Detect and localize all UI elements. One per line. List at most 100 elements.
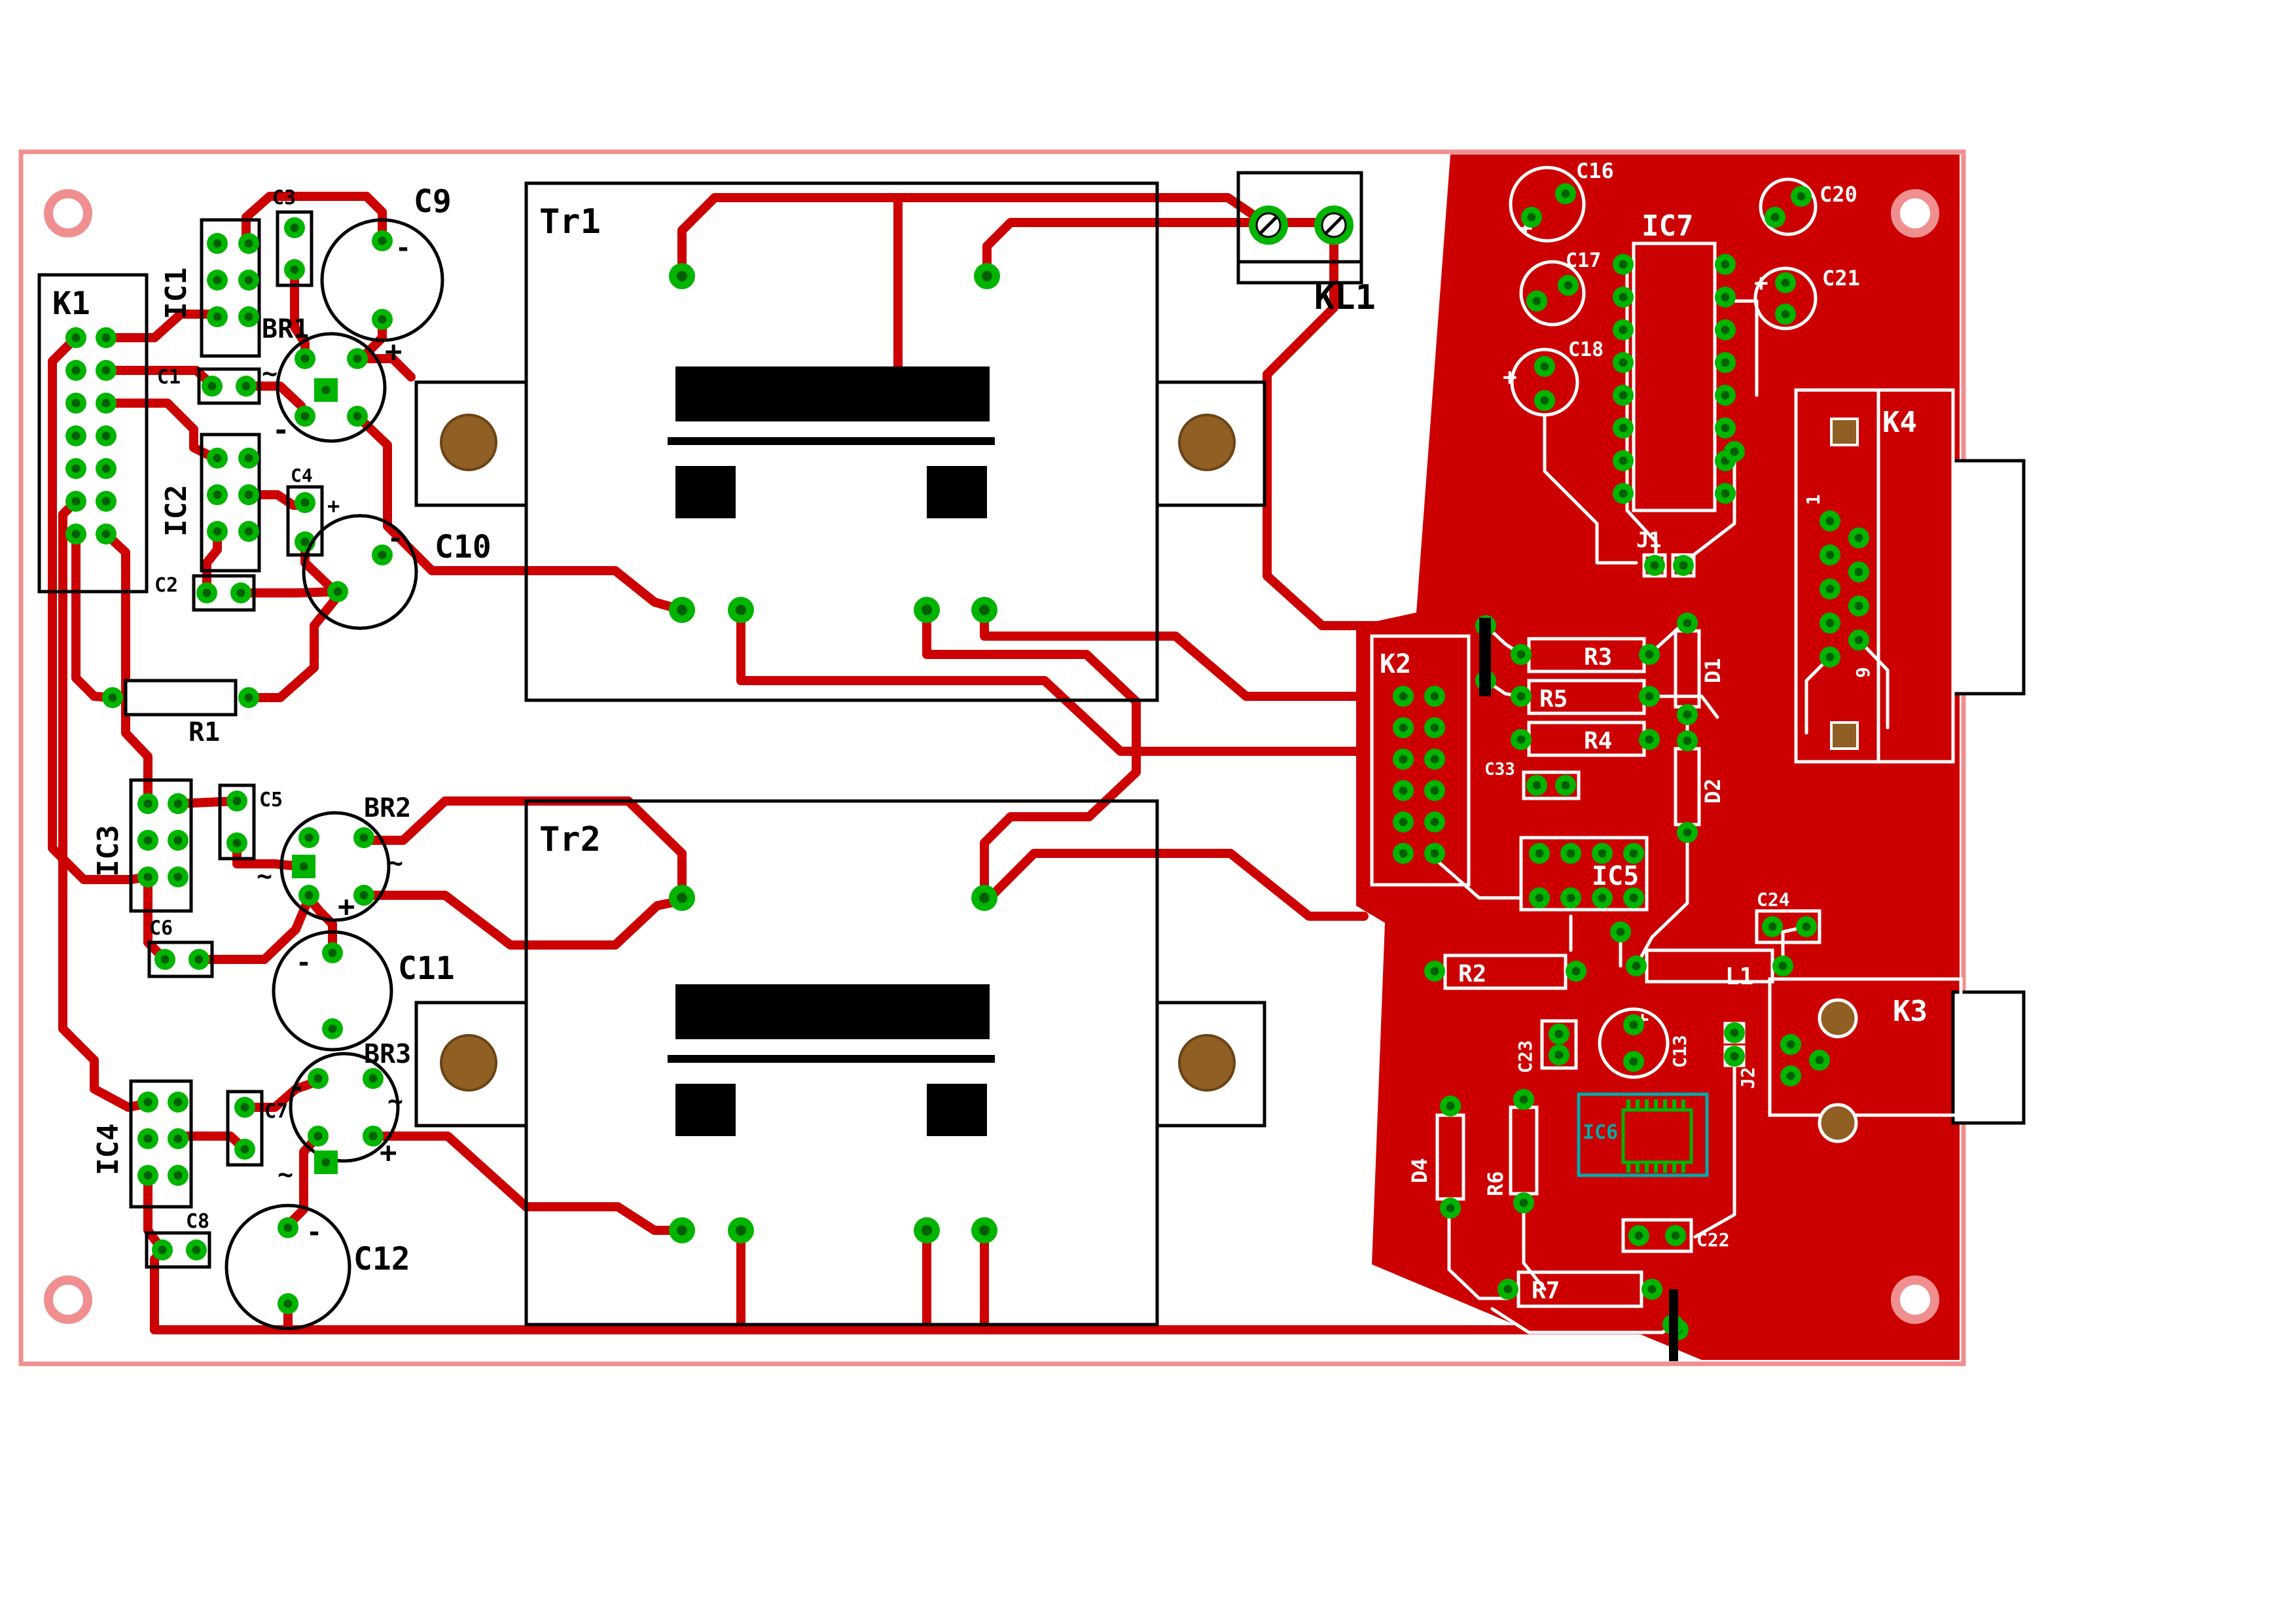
label-br3: BR3: [364, 1039, 411, 1069]
ic6: IC6: [1577, 1092, 1709, 1177]
label-r5: R5: [1539, 686, 1568, 713]
label-c11: C11: [398, 950, 455, 987]
label-c13: C13: [1669, 1035, 1691, 1068]
diode-d2: D2: [1674, 730, 1725, 843]
label-c1: C1: [157, 366, 181, 389]
connector-k3: K3: [1768, 977, 2026, 1141]
res-r4: R4: [1511, 721, 1660, 757]
label-br1: BR1: [262, 314, 309, 344]
label-c8: C8: [186, 1210, 209, 1233]
k4-mount-pad: [1830, 721, 1859, 750]
label-ic5: IC5: [1592, 861, 1639, 891]
res-r2: R2: [1424, 954, 1587, 990]
label-br2: BR2: [364, 793, 411, 823]
diode-d4: D4: [1407, 1096, 1465, 1219]
label-d4: D4: [1407, 1158, 1432, 1183]
label-r7: R7: [1532, 1277, 1560, 1304]
label-c7: C7: [264, 1100, 288, 1123]
label-c20: C20: [1820, 182, 1857, 207]
cap-c10: C10 -: [302, 514, 492, 630]
label-c6: C6: [149, 917, 173, 940]
label-j1: J1: [1636, 527, 1662, 552]
br2-plus: +: [338, 890, 355, 923]
label-c4: C4: [291, 465, 313, 486]
res-r3: R3: [1511, 637, 1660, 673]
k3-mount-hole: [1820, 1000, 1856, 1037]
label-l1: L1: [1725, 963, 1753, 990]
label-c9: C9: [414, 183, 452, 220]
mount-carriers: [414, 380, 1266, 1128]
br2-ac1: ~: [257, 861, 272, 891]
transformer-tr2: Tr2: [524, 799, 1159, 1327]
label-k1: K1: [52, 285, 90, 322]
ic4: IC4: [92, 1079, 193, 1209]
br1-ac: ~: [262, 359, 278, 389]
br1-minus: -: [272, 414, 290, 447]
drill-hole: [440, 1034, 497, 1092]
res-r6: R6: [1483, 1089, 1539, 1213]
cap-c8: C8: [145, 1210, 211, 1269]
ic2: IC2: [160, 433, 261, 573]
drill-hole: [1178, 1034, 1236, 1092]
label-c23: C23: [1515, 1040, 1536, 1073]
cap-c1: C1: [157, 366, 261, 405]
label-r4: R4: [1584, 728, 1612, 755]
k4-pin9: 9: [1852, 667, 1874, 678]
label-kl1: KL1: [1314, 278, 1376, 317]
ic3: IC3: [92, 778, 193, 913]
cap-c2: C2: [154, 574, 256, 612]
connector-k2: K2: [1370, 634, 1471, 887]
br3-ac1: ~: [387, 1086, 403, 1116]
bridge-br2: BR2 ~ ~ +: [257, 793, 411, 923]
jumper-j1: J1: [1636, 527, 1696, 578]
label-k4: K4: [1882, 406, 1917, 439]
diode-d1: D1: [1674, 613, 1725, 725]
br3-ac2: ~: [278, 1160, 293, 1190]
label-c24: C24: [1757, 889, 1790, 910]
k4-pin1: 1: [1803, 494, 1824, 505]
k4-mount-pad: [1830, 418, 1859, 446]
cap-c13: C13 +: [1598, 1007, 1691, 1079]
connector-k4: K4 1 9: [1794, 388, 2026, 764]
cap-c33: C33: [1484, 760, 1581, 800]
label-c5: C5: [259, 789, 283, 812]
ic5: IC5: [1519, 836, 1649, 912]
wire-bar: [1479, 618, 1491, 696]
label-r3: R3: [1584, 644, 1612, 671]
cap-c17: C17: [1519, 249, 1601, 327]
components-right: C16 + C17 C18 + C20 C21 +: [1370, 158, 2026, 1361]
c4-plus: +: [327, 493, 340, 518]
copper-pour: [1356, 154, 1960, 1360]
label-c18: C18: [1568, 338, 1604, 361]
cap-c9: C9 -: [320, 183, 452, 342]
c9-minus: -: [395, 233, 411, 263]
cap-c18: C18 +: [1503, 338, 1604, 417]
br3-plus: +: [380, 1136, 397, 1169]
label-j2: J2: [1737, 1067, 1759, 1089]
cap-c16: C16 +: [1509, 158, 1614, 243]
inductor-l1: L1: [1626, 948, 1793, 990]
label-c12: C12: [353, 1241, 410, 1277]
label-d1: D1: [1700, 658, 1725, 683]
label-c10: C10: [435, 529, 492, 565]
cap-c6: C6: [147, 917, 214, 978]
components-left: K1 IC1 C3: [37, 171, 1689, 1340]
ic1: IC1: [160, 218, 261, 358]
label-r1: R1: [188, 717, 220, 747]
res-r5: R5: [1511, 679, 1660, 715]
label-c16: C16: [1576, 158, 1614, 183]
label-d2: D2: [1700, 778, 1725, 804]
kl1-screw-pad: [1249, 205, 1288, 245]
board-outline: [18, 149, 1966, 1366]
label-ic6: IC6: [1583, 1121, 1618, 1144]
c11-minus: -: [296, 948, 312, 978]
wire-bar: [1669, 1289, 1678, 1361]
label-r2: R2: [1458, 961, 1486, 988]
label-c21: C21: [1822, 266, 1860, 291]
bridge-br1: BR1 + ~ -: [262, 314, 403, 447]
kl1-screw-pad: [1314, 205, 1354, 245]
label-c17: C17: [1566, 249, 1601, 272]
label-tr2: Tr2: [539, 820, 601, 859]
connector-k1: K1: [37, 273, 149, 594]
